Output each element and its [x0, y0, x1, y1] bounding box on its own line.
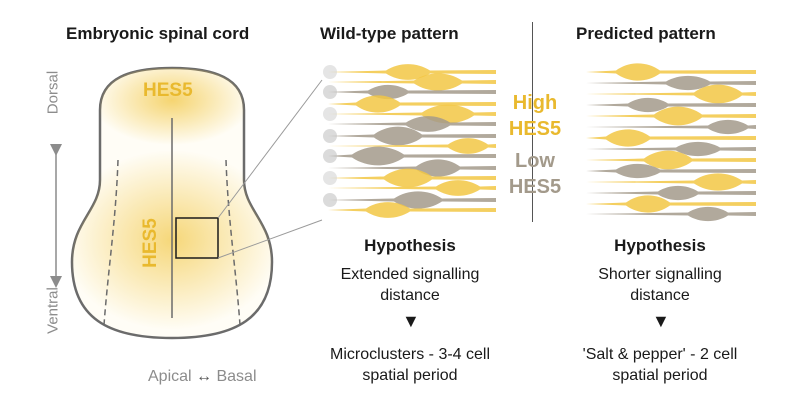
legend-high: High — [512, 92, 558, 114]
predicted-signalling-line1: Shorter signalling — [598, 266, 722, 283]
wild-type-result-line2: spatial period — [362, 367, 458, 384]
legend-high-hes5: High HES5 — [498, 90, 572, 142]
wild-type-cell — [328, 168, 496, 188]
predicted-hypothesis-heading: Hypothesis — [614, 236, 706, 255]
wild-type-apical-end — [323, 129, 337, 143]
ventricular-zone-left — [103, 159, 119, 326]
wild-type-cell — [328, 146, 496, 166]
wild-type-down-arrow-icon: ▼ — [402, 311, 420, 331]
wild-type-cell — [328, 126, 496, 146]
predicted-cell — [586, 63, 756, 81]
predicted-cell — [586, 141, 756, 157]
wild-type-cell-pattern — [323, 64, 496, 218]
axis-label-apical: Apical — [148, 368, 192, 385]
wild-type-cell — [328, 95, 496, 113]
zoom-box — [175, 217, 219, 259]
wild-type-cell — [328, 64, 496, 80]
wild-type-cell — [328, 138, 496, 154]
axis-label-dorsal: Dorsal — [44, 70, 62, 115]
wild-type-signalling-line2: distance — [380, 287, 440, 304]
legend-low-hes5-label: HES5 — [508, 176, 562, 198]
predicted-cell — [586, 163, 756, 179]
legend-low: Low — [515, 150, 555, 172]
wild-type-cell — [328, 104, 496, 124]
predicted-result-line1: 'Salt & pepper' - 2 cell — [582, 346, 738, 363]
wild-type-cell — [328, 159, 496, 177]
legend-high-hes5-label: HES5 — [508, 118, 562, 140]
hes5-ventral-label: HES5 — [140, 218, 161, 268]
wild-type-apical-end — [323, 149, 337, 163]
predicted-cell — [586, 206, 756, 222]
wild-type-cell — [328, 180, 496, 196]
predicted-cell — [586, 106, 756, 126]
predicted-result-line2: spatial period — [612, 367, 708, 384]
predicted-cell — [586, 75, 756, 91]
wild-type-apical-end — [323, 193, 337, 207]
apical-basal-arrow-icon: ↔ — [196, 368, 213, 385]
wild-type-cell — [328, 84, 496, 100]
wild-type-hypothesis-heading: Hypothesis — [364, 236, 456, 255]
predicted-signalling-line2: distance — [630, 287, 690, 304]
wild-type-apical-end — [323, 171, 337, 185]
title-spinal-cord: Embryonic spinal cord — [66, 24, 250, 43]
wild-type-signalling-line1: Extended signalling — [340, 266, 480, 283]
hes5-dorsal-label: HES5 — [143, 80, 193, 101]
predicted-down-arrow-icon: ▼ — [652, 311, 670, 331]
wild-type-cell — [328, 116, 496, 132]
predicted-cell — [586, 129, 756, 147]
axis-label-ventral: Ventral — [44, 287, 62, 334]
axis-label-basal: Basal — [216, 368, 257, 385]
predicted-result-text: 'Salt & pepper' - 2 cell spatial period — [540, 344, 780, 386]
wild-type-cell — [328, 202, 496, 218]
wild-type-signalling-text: Extended signalling distance — [290, 264, 530, 306]
panel-divider — [532, 22, 533, 222]
wild-type-result-line1: Microclusters - 3-4 cell — [329, 346, 491, 363]
wild-type-result-text: Microclusters - 3-4 cell spatial period — [290, 344, 530, 386]
title-wild-type: Wild-type pattern — [320, 24, 459, 43]
ventricular-zone-right — [225, 159, 241, 326]
predicted-cell — [586, 84, 756, 104]
axis-apical-basal: Apical ↔ Basal — [148, 368, 257, 386]
predicted-cell — [586, 150, 756, 170]
wild-type-cell — [328, 191, 496, 209]
zoom-line-top — [217, 79, 323, 219]
predicted-cell — [586, 97, 756, 113]
wild-type-apical-end — [323, 85, 337, 99]
wild-type-apical-end — [323, 107, 337, 121]
wild-type-apical-end — [323, 65, 337, 79]
title-predicted: Predicted pattern — [576, 24, 716, 43]
zoom-line-bottom — [217, 219, 323, 259]
predicted-signalling-text: Shorter signalling distance — [540, 264, 780, 306]
predicted-cell — [586, 185, 756, 201]
predicted-cell — [586, 195, 756, 213]
predicted-cell — [586, 119, 756, 135]
wild-type-cell — [328, 73, 496, 91]
legend-low-hes5: Low HES5 — [498, 148, 572, 200]
predicted-cell — [586, 173, 756, 191]
predicted-cell-pattern — [586, 63, 756, 222]
